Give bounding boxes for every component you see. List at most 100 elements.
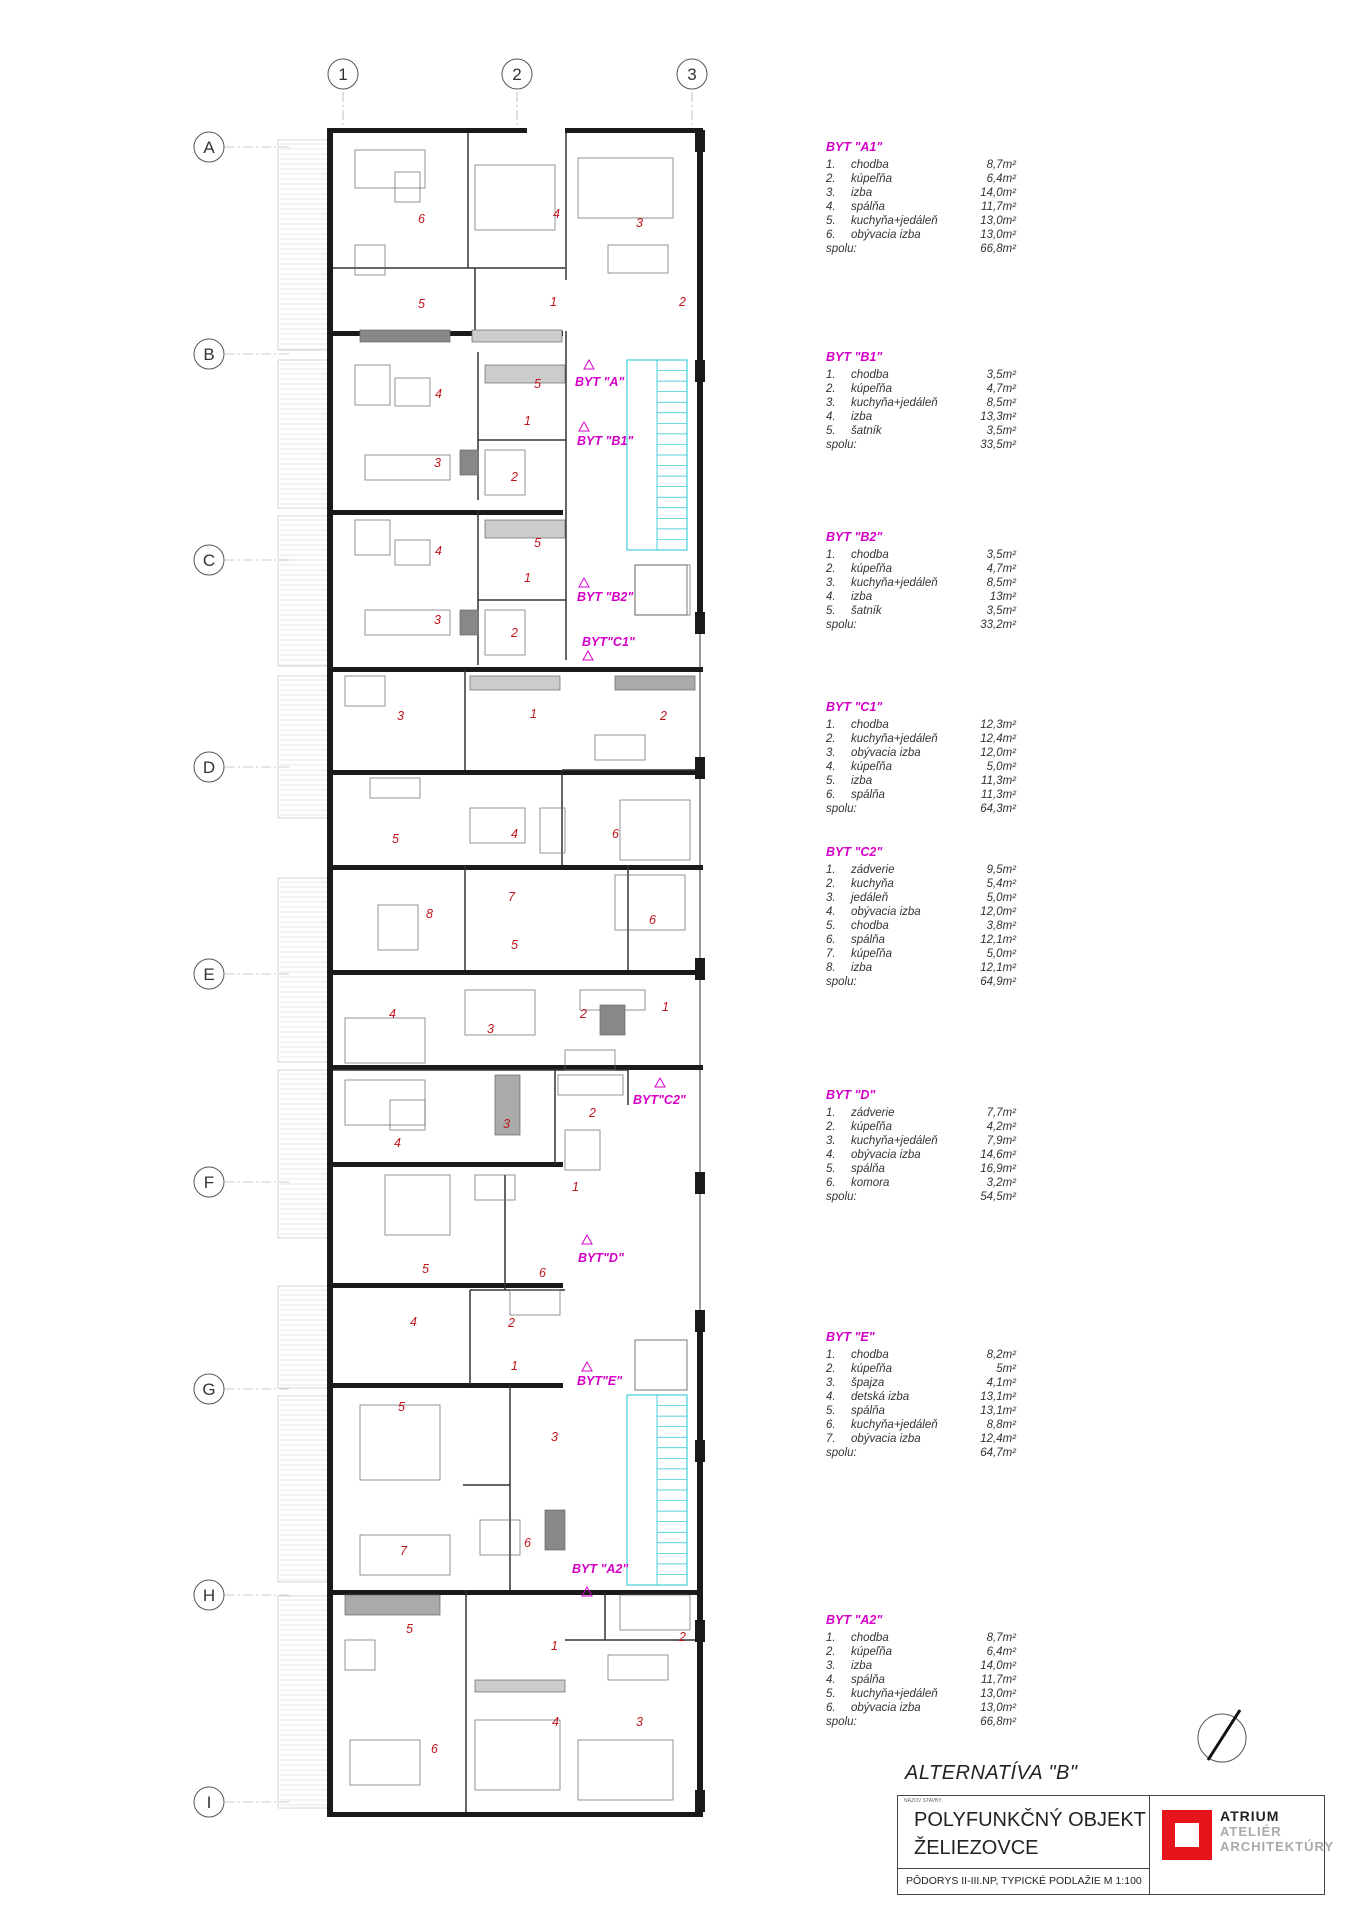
legend-ar: 4,7m²: [986, 563, 1016, 575]
legend-ar: 13,0m²: [980, 215, 1016, 227]
room-number-c1-2: 1: [530, 707, 537, 721]
room-number-a1-4: 3: [636, 216, 643, 230]
legend-ar: 3,5m²: [986, 605, 1016, 617]
room-number-a2-3: 2: [678, 1630, 686, 1644]
legend-title: BYT "B1": [826, 350, 883, 364]
furniture-item: [494, 1074, 521, 1136]
project-name: POLYFUNKČNÝ OBJEKT ŽELIEZOVCE: [898, 1796, 1150, 1869]
room-number-c1-1: 3: [397, 709, 404, 723]
furniture-item: [474, 164, 556, 231]
entrance-marker-icon: [578, 576, 590, 588]
legend-ar: 13,1m²: [980, 1405, 1016, 1417]
grid-label-F: F: [204, 1173, 214, 1192]
legend-nm: chodba: [851, 719, 889, 731]
legend-nm: izba: [851, 1660, 873, 1672]
legend-nm: izba: [851, 591, 873, 603]
legend-num: 8.: [826, 962, 836, 974]
legend-num: 6.: [826, 1177, 836, 1189]
legend-total-label: spolu:: [826, 976, 857, 988]
legend-nm: kuchyňa: [851, 878, 894, 890]
grid-label-2: 2: [512, 65, 521, 84]
balcony-6: [277, 1285, 331, 1389]
room-number-a1-6: 2: [678, 295, 686, 309]
furniture-item: [557, 1074, 624, 1096]
legend-total: spolu:54,5m²: [826, 1190, 1016, 1204]
furniture-item: [469, 675, 561, 691]
grid-label-1: 1: [338, 65, 347, 84]
furniture-item: [344, 1079, 426, 1126]
room-number-e-5: 3: [551, 1430, 558, 1444]
wall: [695, 1172, 705, 1194]
furniture-item: [369, 777, 421, 799]
legend-num: 4.: [826, 1391, 836, 1403]
wall: [695, 130, 705, 152]
legend-nm: chodba: [851, 159, 889, 171]
legend-title: BYT "A1": [826, 140, 883, 154]
legend-ar: 4,1m²: [986, 1377, 1016, 1389]
legend-nm: chodba: [851, 1349, 889, 1361]
wall: [333, 1383, 563, 1388]
legend-nm: izba: [851, 775, 873, 787]
apartment-tag-2: BYT "B1": [577, 434, 634, 448]
room-number-e-1: 4: [410, 1315, 417, 1329]
legend-ar: 13,1m²: [980, 1391, 1016, 1403]
legend-total: spolu:33,2m²: [826, 618, 1016, 632]
legend-nm: spálňa: [851, 1163, 885, 1175]
legend-ar: 11,7m²: [981, 1674, 1016, 1686]
wall: [695, 757, 705, 779]
legend-title: BYT "A2": [826, 1613, 883, 1627]
room-number-a2-1: 5: [406, 1622, 413, 1636]
legend-ar: 5,0m²: [986, 892, 1016, 904]
apartment-tag-5: BYT"C2": [633, 1093, 687, 1107]
legend-num: 3.: [826, 1135, 836, 1147]
legend-nm: spálňa: [851, 1674, 885, 1686]
room-number-d_e-7: 2: [588, 1106, 596, 1120]
furniture-item: [619, 799, 691, 861]
legend-num: 6.: [826, 934, 836, 946]
logo-text-3: ARCHITEKTÚRY: [1220, 1839, 1335, 1854]
legend-num: 4.: [826, 591, 836, 603]
legend-num: 1.: [826, 1349, 836, 1361]
legend-num: 1.: [826, 159, 836, 171]
north-circle: [1197, 1713, 1247, 1763]
legend-ar: 12,0m²: [980, 747, 1016, 759]
legend-total-value: 64,7m²: [980, 1447, 1016, 1459]
furniture-item: [577, 157, 674, 219]
furniture-item: [354, 244, 386, 276]
legend-nm: izba: [851, 962, 873, 974]
room-number-c2-4: 8: [426, 907, 433, 921]
legend-ar: 5m²: [996, 1363, 1016, 1375]
wall: [695, 360, 705, 382]
legend-nm: spálňa: [851, 201, 885, 213]
furniture-item: [459, 609, 479, 636]
legend-nm: chodba: [851, 369, 889, 381]
legend-ar: 11,3m²: [981, 789, 1016, 801]
legend-num: 3.: [826, 1660, 836, 1672]
grid-bubble-B: [193, 338, 225, 370]
legend-nm: zádverie: [851, 864, 895, 876]
balcony-8: [277, 1595, 331, 1809]
room-number-d_e-10: 6: [539, 1266, 546, 1280]
legend-ar: 7,7m²: [986, 1107, 1016, 1119]
legend-num: 2.: [826, 1646, 836, 1658]
entrance-marker-icon: [578, 420, 590, 432]
grid-bubble-I: [193, 1786, 225, 1818]
wall: [695, 612, 705, 634]
room-number-c2-5: 7: [508, 890, 516, 904]
legend-nm: kuchyňa+jedáleň: [851, 397, 938, 409]
wall: [333, 1162, 563, 1167]
legend-total: spolu:64,9m²: [826, 975, 1016, 989]
grid-bubble-G: [193, 1373, 225, 1405]
legend-total-value: 33,2m²: [980, 619, 1016, 631]
grid-label-D: D: [203, 758, 215, 777]
apartment-tag-3: BYT "B2": [577, 590, 634, 604]
grid-label-H: H: [203, 1586, 215, 1605]
